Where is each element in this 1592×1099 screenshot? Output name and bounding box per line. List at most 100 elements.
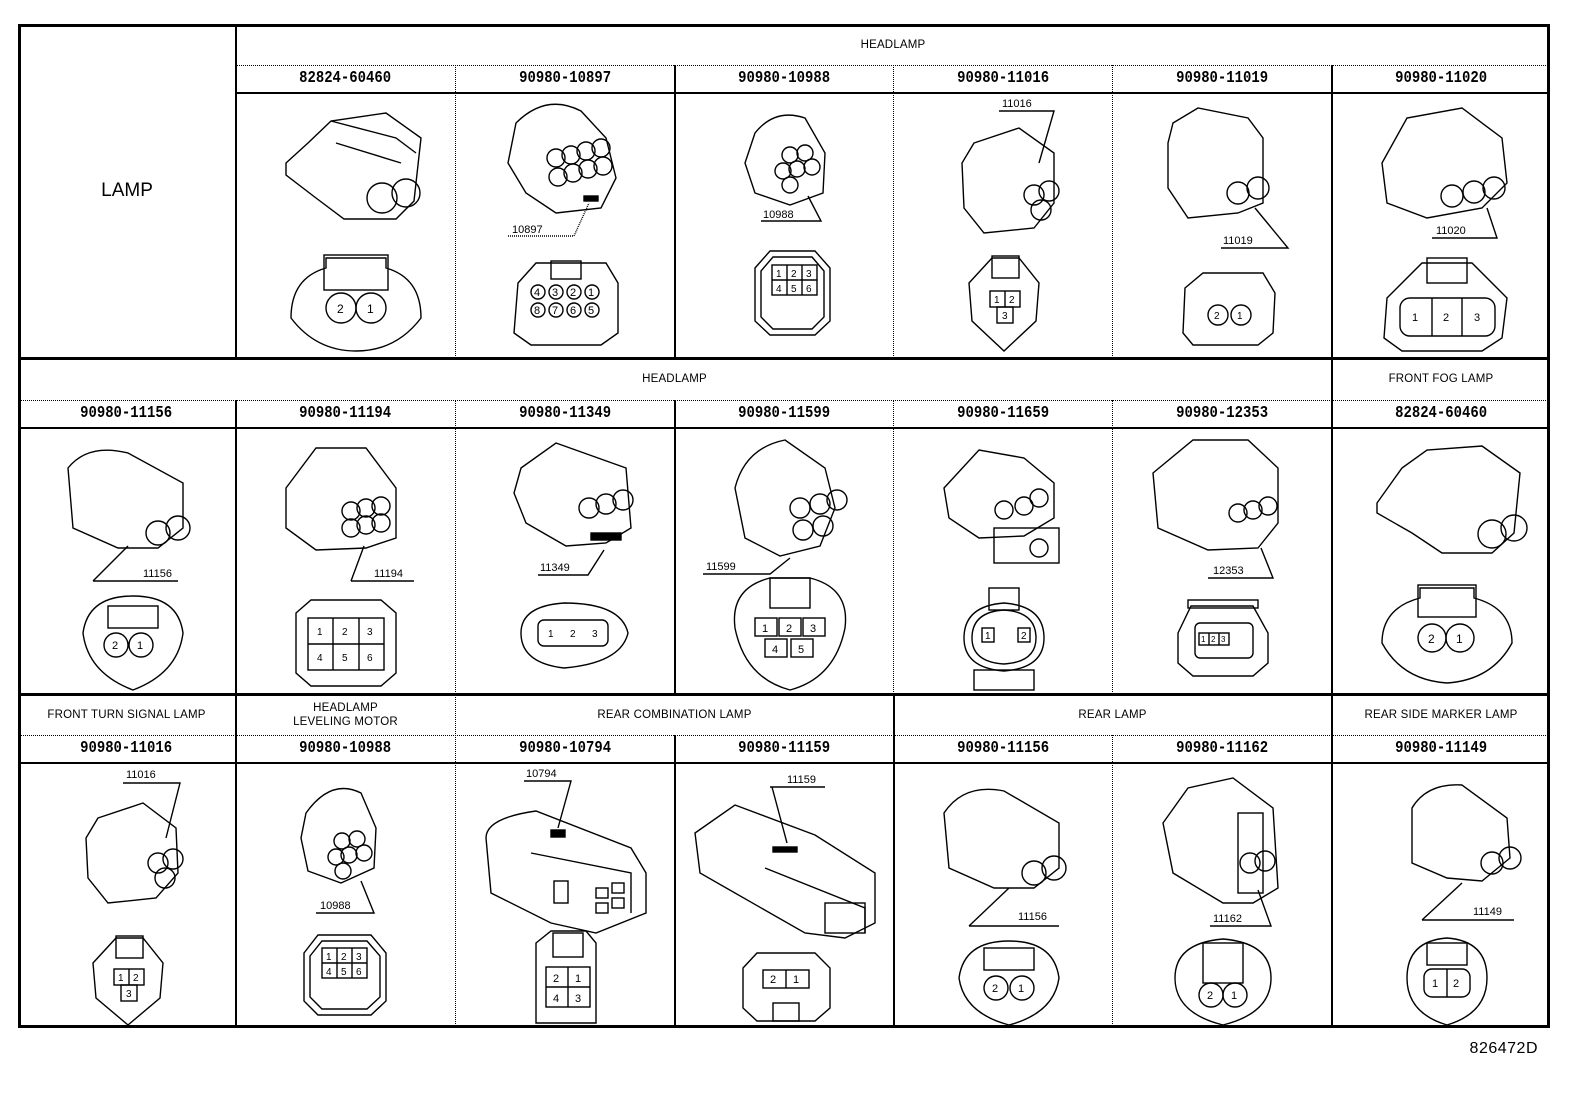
pin-label: 1	[588, 287, 594, 299]
column-divider	[235, 694, 237, 1028]
pin-label: 1	[575, 973, 581, 985]
category-rear-combination-lamp: REAR COMBINATION LAMP	[597, 708, 752, 721]
pin-label: 3	[1002, 311, 1008, 322]
connector-chart	[18, 24, 1550, 1028]
callout-label: 11159	[787, 774, 816, 786]
pin-label: 2	[786, 623, 792, 635]
pin-label: 8	[534, 305, 540, 317]
column-divider	[1112, 400, 1113, 694]
part-number: 90980-11599	[737, 404, 831, 423]
category-rear-lamp: REAR LAMP	[1078, 708, 1147, 721]
row2-header-divider	[18, 427, 1550, 429]
pin-label: 2	[791, 269, 797, 280]
callout-label: 10988	[320, 900, 351, 912]
connector-drawing: 2 1	[236, 93, 455, 357]
pin-label: 4	[317, 653, 323, 664]
part-number: 90980-11159	[737, 739, 831, 758]
column-divider	[455, 65, 456, 358]
part-number: 90980-12353	[1175, 404, 1269, 423]
pin-label: 3	[356, 952, 362, 963]
column-divider	[893, 65, 894, 358]
connector-drawing: 12353 1 2 3	[1113, 428, 1331, 693]
callout-label: 10897	[512, 224, 543, 236]
pin-label: 2	[342, 627, 348, 638]
pin-label: 4	[553, 993, 559, 1005]
part-number: 90980-10794	[518, 739, 612, 758]
pin-label: 2	[1214, 311, 1220, 322]
part-number: 90980-11016	[80, 739, 173, 758]
part-number: 90980-11349	[518, 404, 612, 423]
category-line: LEVELING MOTOR	[293, 715, 398, 728]
connector-drawing: 11194 1 2 3 4 5 6	[236, 428, 455, 693]
pin-label: 1	[793, 974, 799, 986]
pin-label: 7	[552, 305, 558, 317]
connector-drawing: 11599 1 2 3 4 5	[675, 428, 893, 693]
pin-label: 2	[570, 629, 576, 640]
callout-label: 11349	[540, 562, 570, 574]
pin-label: 1	[317, 627, 323, 638]
pin-label: 3	[810, 623, 816, 635]
pin-label: 4	[534, 287, 540, 299]
pin-label: 1	[1456, 632, 1463, 646]
callout-label: 11156	[143, 568, 172, 580]
pin-label: 2	[570, 287, 576, 299]
pin-label: 2	[1207, 990, 1213, 1002]
pin-label: 6	[356, 967, 362, 978]
column-divider	[674, 400, 676, 694]
pin-label: 1	[762, 623, 768, 635]
pin-label: 1	[118, 973, 124, 984]
pin-label: 2	[1453, 978, 1459, 990]
connector-drawing: 10988 1 2 3 4 5 6	[675, 93, 893, 357]
connector-face-view: 2 1	[290, 254, 422, 352]
category-headlamp: HEADLAMP	[642, 373, 707, 385]
callout-label: 11020	[1436, 225, 1466, 237]
pin-label: 2	[1443, 312, 1449, 324]
column-divider	[455, 400, 456, 694]
pin-label: 1	[548, 629, 554, 640]
column-divider	[893, 400, 894, 694]
pin-label: 2	[133, 973, 139, 984]
category-headlamp: HEADLAMP	[860, 38, 926, 51]
pin-label: 3	[1221, 635, 1226, 644]
column-divider	[1331, 65, 1333, 358]
pin-label: 1	[1201, 635, 1206, 644]
callout-label: 10988	[763, 209, 794, 221]
connector-drawing: 2 1	[1332, 428, 1550, 693]
connector-drawing: 11156 2 1	[18, 428, 235, 693]
connector-drawing: 10794 2 1 4 3	[456, 763, 674, 1027]
column-divider	[1112, 735, 1113, 1028]
callout-label: 11194	[374, 568, 403, 580]
callout-label: 11016	[126, 769, 156, 781]
connector-drawing: 11156 11019 2 1	[1113, 93, 1331, 357]
row-separator	[18, 357, 1550, 360]
part-number: 82824-60460	[1394, 404, 1488, 423]
pin-label: 3	[592, 629, 598, 640]
pin-label: 1	[985, 631, 991, 642]
column-divider	[674, 65, 676, 358]
pin-label: 6	[806, 284, 812, 295]
column-divider	[1112, 65, 1113, 358]
row3-category-divider	[18, 735, 1550, 736]
pin-label: 3	[126, 989, 132, 1000]
part-number: 90980-10988	[299, 739, 392, 758]
pin-label: 2	[337, 302, 344, 316]
pin-label: 5	[341, 967, 347, 978]
row2-category-divider	[18, 400, 1550, 401]
callout-label: 11016	[1002, 98, 1032, 110]
pin-label: 1	[776, 269, 782, 280]
part-number: 82824-60460	[299, 69, 392, 88]
part-number: 90980-11019	[1175, 69, 1269, 88]
pin-label: 2	[1021, 631, 1027, 642]
pin-label: 1	[326, 952, 332, 963]
connector-drawing: 11349 1 2 3	[456, 428, 674, 693]
pin-label: 4	[326, 967, 332, 978]
pin-label: 1	[1018, 983, 1024, 995]
pin-label: 6	[367, 653, 373, 664]
part-number: 90980-10897	[518, 69, 612, 88]
connector-iso-view	[285, 112, 422, 220]
category-front-fog-lamp: FRONT FOG LAMP	[1388, 373, 1494, 385]
row3-header-divider	[18, 762, 1550, 764]
pin-label: 3	[575, 993, 581, 1005]
callout-label: 11019	[1223, 235, 1253, 247]
part-number: 90980-11194	[299, 404, 392, 423]
